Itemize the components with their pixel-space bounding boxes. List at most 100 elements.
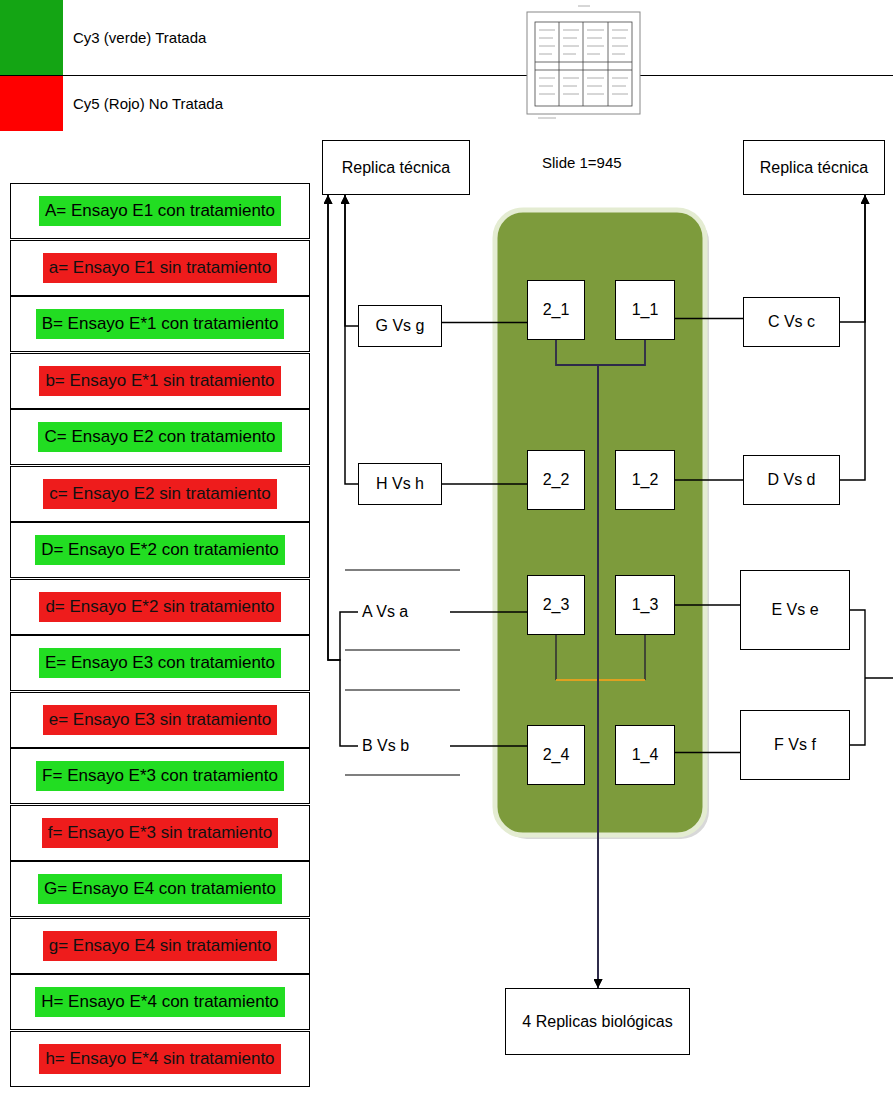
legend-swatch bbox=[0, 0, 63, 75]
connector-line bbox=[675, 479, 743, 481]
group-rule bbox=[345, 570, 460, 775]
node-text: 2_1 bbox=[543, 300, 570, 320]
array-box: 2_4 bbox=[527, 725, 585, 785]
array-box: 1_3 bbox=[615, 575, 675, 635]
untreated-sample-box: e= Ensayo E3 sin tratamiento bbox=[10, 692, 310, 748]
node-text: 4 Replicas biológicas bbox=[522, 1012, 672, 1032]
comparison-box: C Vs c bbox=[743, 297, 840, 347]
connector-line bbox=[328, 195, 358, 746]
node-text: F= Ensayo E*3 con tratamiento bbox=[36, 761, 284, 791]
untreated-sample-box: c= Ensayo E2 sin tratamiento bbox=[10, 466, 310, 522]
node-text: D Vs d bbox=[767, 470, 815, 490]
node-text: 2_2 bbox=[543, 470, 570, 490]
node-text: e= Ensayo E3 sin tratamiento bbox=[43, 705, 278, 735]
comparison-box: H Vs h bbox=[358, 463, 442, 505]
comparison-box: F Vs f bbox=[740, 710, 850, 780]
connector-line bbox=[442, 322, 527, 324]
connector-line bbox=[598, 340, 645, 988]
node-text: 1_3 bbox=[632, 595, 659, 615]
pair-link bbox=[556, 635, 645, 680]
node-text: C Vs c bbox=[768, 312, 815, 332]
node-text: G Vs g bbox=[376, 316, 425, 336]
treated-sample-box: D= Ensayo E*2 con tratamiento bbox=[10, 522, 310, 578]
node-text: H= Ensayo E*4 con tratamiento bbox=[35, 987, 285, 1017]
array-box: 2_3 bbox=[527, 575, 585, 635]
slide-panel bbox=[495, 210, 705, 835]
array-box: 2_1 bbox=[527, 280, 585, 340]
comparison-text: B Vs b bbox=[358, 727, 450, 765]
array-box: 1_2 bbox=[615, 450, 675, 510]
legend-row: Cy5 (Rojo) No Tratada bbox=[0, 76, 893, 131]
untreated-sample-box: f= Ensayo E*3 sin tratamiento bbox=[10, 805, 310, 861]
connector-line bbox=[675, 318, 743, 320]
connector-line bbox=[450, 611, 527, 613]
untreated-sample-box: h= Ensayo E*4 sin tratamiento bbox=[10, 1031, 310, 1087]
connector-line bbox=[345, 195, 358, 484]
replica-box: Replica técnica bbox=[743, 140, 885, 195]
node-text: A= Ensayo E1 con tratamiento bbox=[39, 196, 281, 226]
comparison-text: A Vs a bbox=[358, 593, 450, 631]
untreated-sample-box: g= Ensayo E4 sin tratamiento bbox=[10, 918, 310, 974]
node-text: 2_3 bbox=[543, 595, 570, 615]
connector-line bbox=[345, 195, 358, 326]
slide-label: Slide 1=945 bbox=[540, 154, 624, 171]
node-text: C= Ensayo E2 con tratamiento bbox=[38, 422, 281, 452]
pair-link-orange bbox=[556, 679, 645, 681]
group-bracket bbox=[850, 610, 893, 745]
connector-line bbox=[840, 195, 865, 322]
treated-sample-box: C= Ensayo E2 con tratamiento bbox=[10, 409, 310, 465]
legend-swatch bbox=[0, 76, 63, 131]
node-text: B= Ensayo E*1 con tratamiento bbox=[36, 309, 285, 339]
comparison-box: G Vs g bbox=[358, 305, 442, 347]
node-text: H Vs h bbox=[376, 474, 424, 494]
node-text: Replica técnica bbox=[342, 158, 451, 178]
legend-row: Cy3 (verde) Tratada bbox=[0, 0, 893, 76]
node-text: 1_2 bbox=[632, 470, 659, 490]
comparison-box: D Vs d bbox=[743, 455, 840, 505]
connector-line bbox=[675, 604, 740, 606]
node-text: D= Ensayo E*2 con tratamiento bbox=[35, 535, 285, 565]
legend-text: Cy5 (Rojo) No Tratada bbox=[63, 95, 223, 112]
treated-sample-box: B= Ensayo E*1 con tratamiento bbox=[10, 296, 310, 352]
node-text: g= Ensayo E4 sin tratamiento bbox=[43, 931, 278, 961]
legend-text: Cy3 (verde) Tratada bbox=[63, 29, 206, 46]
treated-sample-box: H= Ensayo E*4 con tratamiento bbox=[10, 974, 310, 1030]
node-text: G= Ensayo E4 con tratamiento bbox=[38, 874, 282, 904]
node-text: 1_1 bbox=[632, 300, 659, 320]
node-text: b= Ensayo E*1 sin tratamiento bbox=[39, 366, 280, 396]
node-text: 1_4 bbox=[632, 745, 659, 765]
untreated-sample-box: b= Ensayo E*1 sin tratamiento bbox=[10, 353, 310, 409]
treated-sample-box: A= Ensayo E1 con tratamiento bbox=[10, 183, 310, 239]
node-text: E Vs e bbox=[771, 600, 818, 620]
replicas-box: 4 Replicas biológicas bbox=[505, 988, 690, 1055]
connector-line bbox=[328, 195, 358, 660]
node-text: F Vs f bbox=[774, 735, 816, 755]
untreated-sample-box: a= Ensayo E1 sin tratamiento bbox=[10, 240, 310, 296]
array-box: 1_1 bbox=[615, 280, 675, 340]
connector-line bbox=[556, 340, 598, 988]
node-text: c= Ensayo E2 sin tratamiento bbox=[43, 479, 277, 509]
replica-box: Replica técnica bbox=[322, 140, 470, 195]
treated-sample-box: F= Ensayo E*3 con tratamiento bbox=[10, 748, 310, 804]
connector-line bbox=[450, 745, 527, 747]
connector-line bbox=[675, 752, 740, 754]
connector-line bbox=[840, 195, 865, 480]
array-box: 2_2 bbox=[527, 450, 585, 510]
node-text: Replica técnica bbox=[760, 158, 869, 178]
node-text: A Vs a bbox=[362, 602, 408, 622]
node-text: E= Ensayo E3 con tratamiento bbox=[39, 648, 281, 678]
array-box: 1_4 bbox=[615, 725, 675, 785]
connector-line bbox=[442, 483, 527, 485]
comparison-box: E Vs e bbox=[740, 570, 850, 650]
legend-box: Cy3 (verde) TratadaCy5 (Rojo) No Tratada bbox=[0, 0, 893, 131]
node-text: 2_4 bbox=[543, 745, 570, 765]
treated-sample-box: G= Ensayo E4 con tratamiento bbox=[10, 861, 310, 917]
node-text: B Vs b bbox=[362, 736, 409, 756]
node-text: a= Ensayo E1 sin tratamiento bbox=[43, 253, 278, 283]
treated-sample-box: E= Ensayo E3 con tratamiento bbox=[10, 635, 310, 691]
node-text: d= Ensayo E*2 sin tratamiento bbox=[39, 592, 280, 622]
slide-thumbnail bbox=[527, 6, 640, 118]
node-text: f= Ensayo E*3 sin tratamiento bbox=[42, 818, 278, 848]
node-text: h= Ensayo E*4 sin tratamiento bbox=[39, 1044, 280, 1074]
untreated-sample-box: d= Ensayo E*2 sin tratamiento bbox=[10, 579, 310, 635]
